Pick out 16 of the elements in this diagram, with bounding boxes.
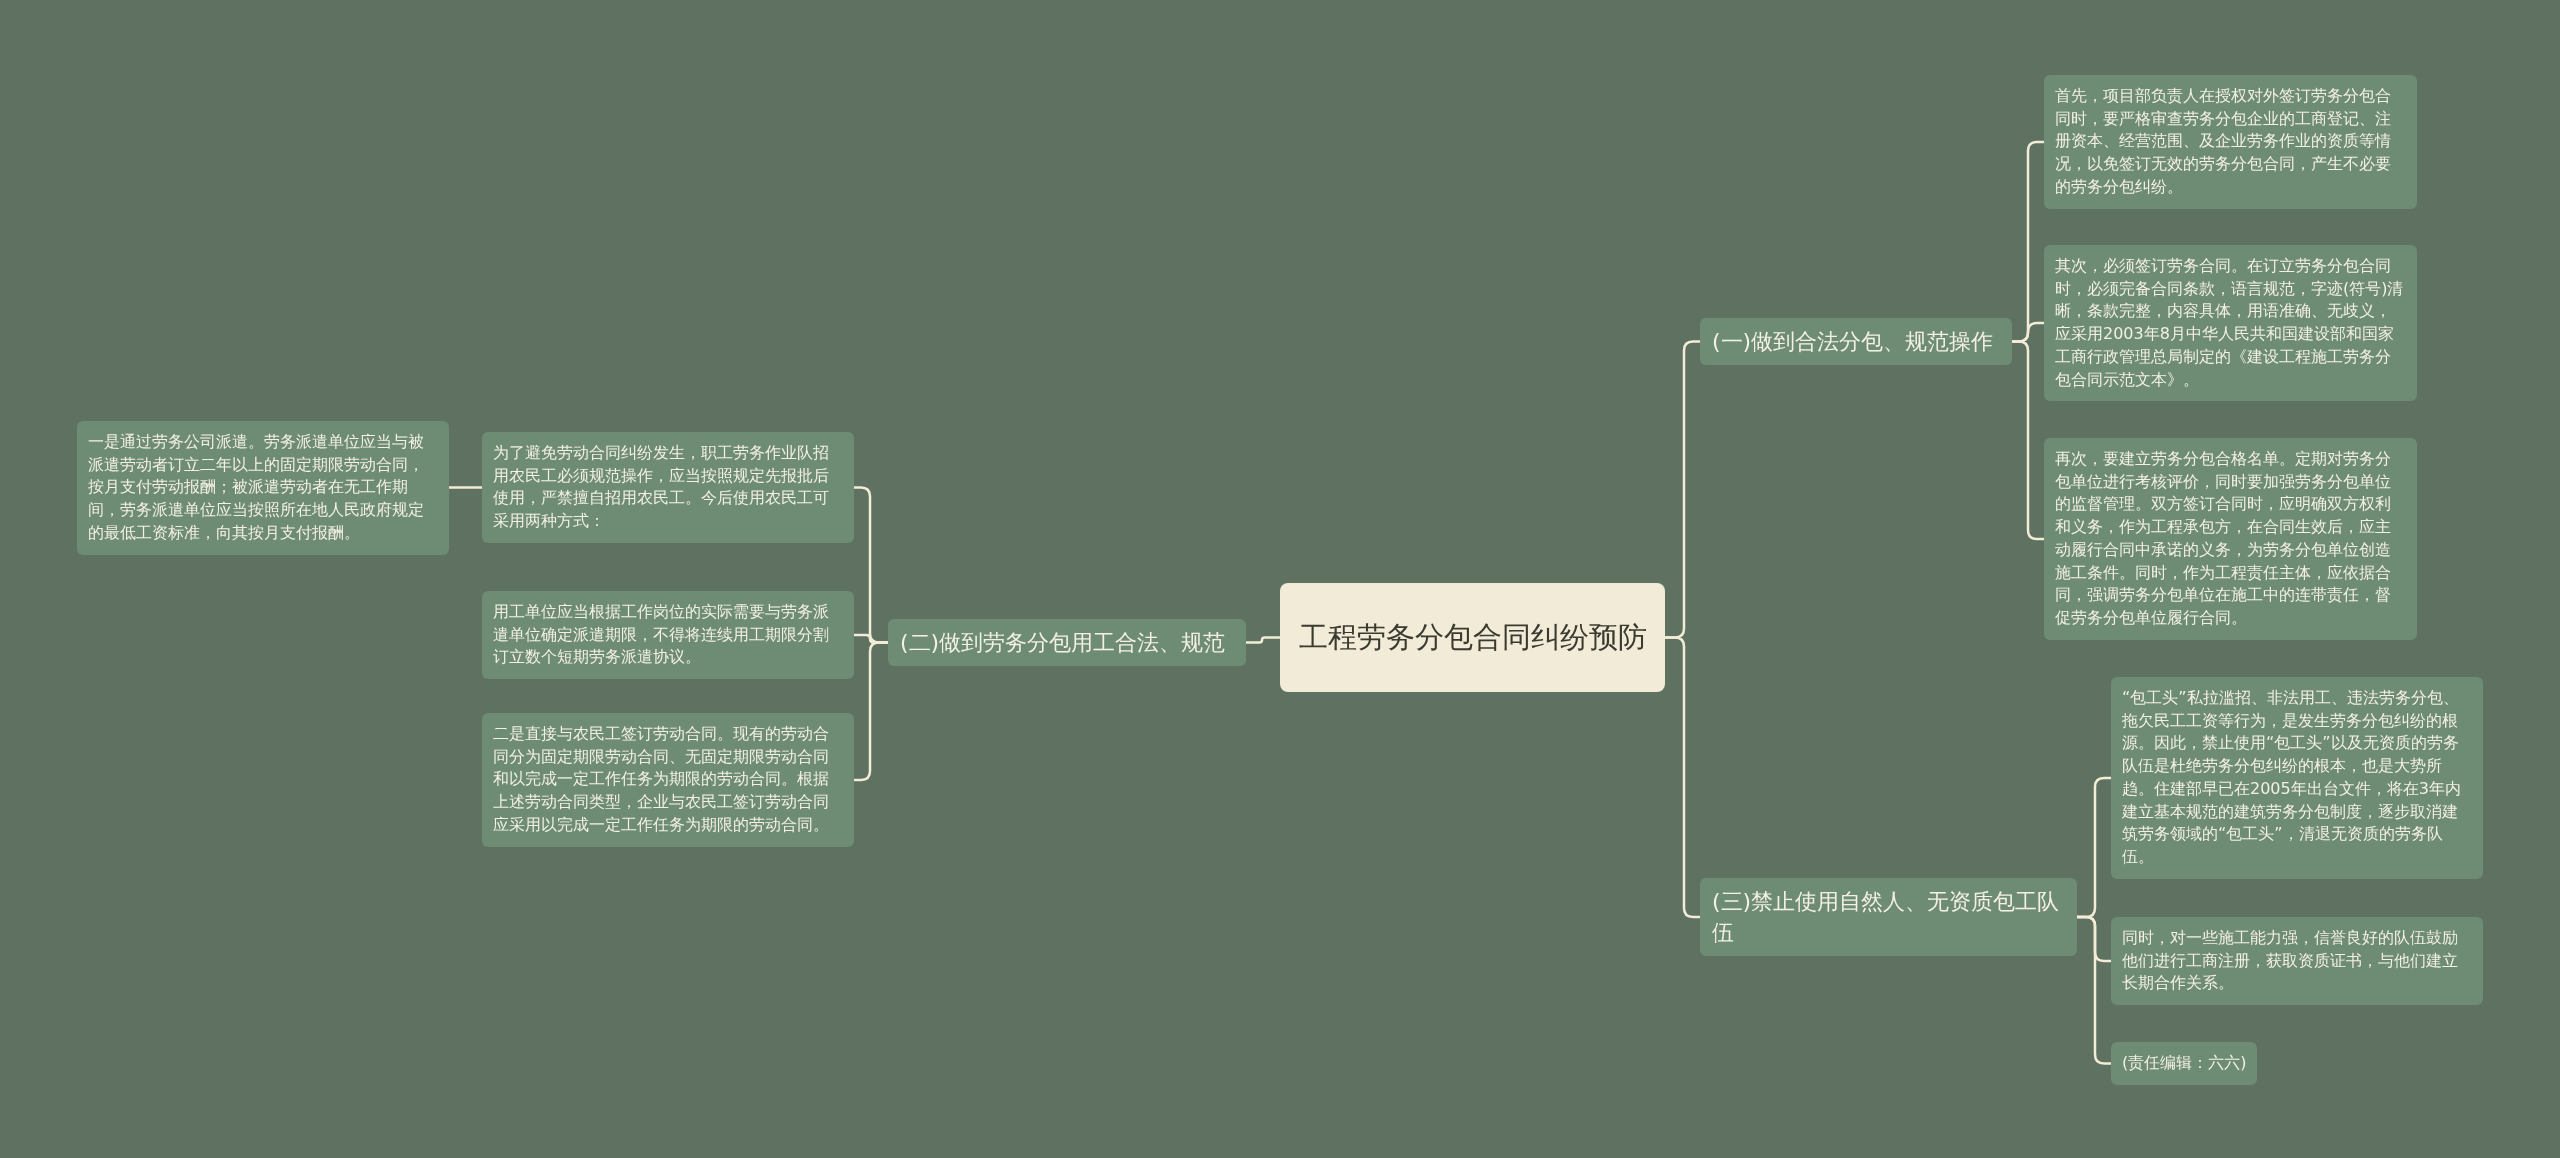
detail-card: 同时，对一些施工能力强，信誉良好的队伍鼓励他们进行工商注册，获取资质证书，与他们建立长期合作关系。 <box>2111 917 2483 1006</box>
detail-card: (责任编辑：六六) <box>2111 1042 2258 1085</box>
branch-topic: (三)禁止使用自然人、无资质包工队伍 <box>1700 878 2077 957</box>
branch-topic: (一)做到合法分包、规范操作 <box>1700 318 2012 366</box>
detail-card: 再次，要建立劳务分包合格名单。定期对劳务分包单位进行考核评价，同时要加强劳务分包单位的监督管理。双方签订合同时，应明确双方权利和义务，作为工程承包方，在合同生效后，应主动履行合同中承诺的义务，为劳务分包单位创造施工条件。同时，作为工程责任主体，应依据合同，强调劳务分包单位在施工中的连带责任，督促劳务分包单位履行合同。 <box>2044 438 2417 640</box>
detail-card: 二是直接与农民工签订劳动合同。现有的劳动合同分为固定期限劳动合同、无固定期限劳动合同和以完成一定工作任务为期限的劳动合同。根据上述劳动合同类型，企业与农民工签订劳动合同应采用以完成一定工作任务为期限的劳动合同。 <box>482 713 854 847</box>
central-topic: 工程劳务分包合同纠纷预防 <box>1280 583 1665 692</box>
detail-card: 用工单位应当根据工作岗位的实际需要与劳务派遣单位确定派遣期限，不得将连续用工期限分割订立数个短期劳务派遣协议。 <box>482 591 854 680</box>
detail-card: 首先，项目部负责人在授权对外签订劳务分包合同时，要严格审查劳务分包企业的工商登记、注册资本、经营范围、及企业劳务作业的资质等情况，以免签订无效的劳务分包合同，产生不必要的劳务分包纠纷。 <box>2044 75 2417 209</box>
branch-topic: (二)做到劳务分包用工合法、规范 <box>888 619 1246 667</box>
connector-line <box>449 486 482 489</box>
connector-line <box>1246 636 1280 644</box>
detail-card: 为了避免劳动合同纠纷发生，职工劳务作业队招用农民工必须规范操作，应当按照规定先报批后使用，严禁擅自招用农民工。今后使用农民工可采用两种方式： <box>482 432 854 543</box>
detail-card: 其次，必须签订劳务合同。在订立劳务分包合同时，必须完备合同条款，语言规范，字迹(符号)清晰，条款完整，内容具体，用语准确、无歧义，应采用2003年8月中华人民共和国建设部和国家工商行政管理总局制定的《建设工程施工劳务分包合同示范文本》。 <box>2044 245 2417 402</box>
detail-card: “包工头”私拉滥招、非法用工、违法劳务分包、拖欠民工工资等行为，是发生劳务分包纠纷的根源。因此，禁止使用“包工头”以及无资质的劳务队伍是杜绝劳务分包纠纷的根本，也是大势所趋。住建部早已在2005年出台文件，将在3年内建立基本规范的建筑劳务分包制度，逐步取消建筑劳务领域的“包工头”，清退无资质的劳务队伍。 <box>2111 677 2483 879</box>
detail-card: 一是通过劳务公司派遣。劳务派遣单位应当与被派遣劳动者订立二年以上的固定期限劳动合同，按月支付劳动报酬；被派遣劳动者在无工作期间，劳务派遣单位应当按照所在地人民政府规定的最低工资标准，向其按月支付报酬。 <box>77 421 449 555</box>
